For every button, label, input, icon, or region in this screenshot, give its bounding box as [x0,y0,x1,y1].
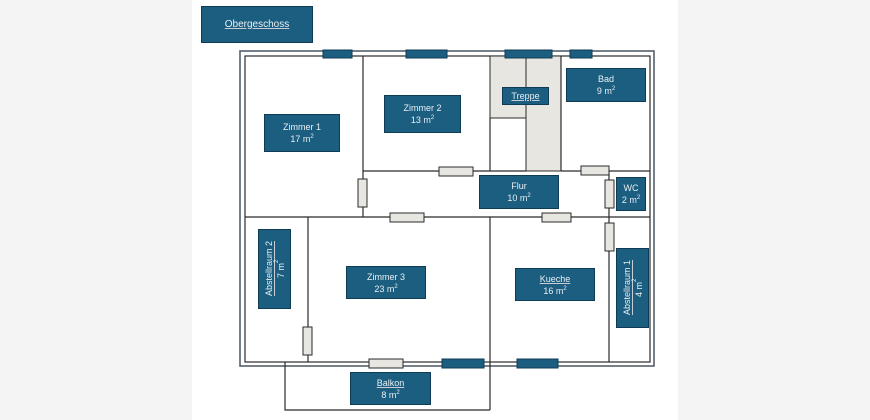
room-label-zimmer-2: Zimmer 2 13 m2 [384,95,461,133]
door [580,165,610,176]
window [322,49,353,59]
window [569,49,593,59]
room-area: 8 m2 [381,389,400,400]
door [302,326,313,356]
room-label-zimmer-1: Zimmer 1 17 m2 [264,114,340,152]
room-name: Treppe [511,91,540,101]
room-label-abstellraum-2: Abstellraum 2 7 m2 [258,229,291,309]
room-area: 10 m2 [507,193,531,203]
door [541,212,572,223]
interior-walls [245,56,650,411]
window [405,49,448,59]
door [438,166,474,177]
window [504,49,553,59]
room-area: 7 m2 [273,259,286,279]
room-name: Zimmer 3 [367,271,405,282]
room-name: WC [623,183,639,193]
stair-right [525,55,562,172]
room-label-balkon: Balkon 8 m2 [350,372,431,405]
room-label-kueche: Kueche 16 m2 [515,268,595,301]
room-name: Kueche [539,273,571,284]
room-label-treppe: Treppe [502,87,549,105]
floor-title-box: Obergeschoss [201,6,313,43]
windows [322,49,593,369]
room-label-zimmer-3: Zimmer 3 23 m2 [346,266,426,299]
room-label-abstellraum-1: Abstellraum 1 4 m2 [616,248,649,328]
door [604,222,615,252]
room-area: 16 m2 [543,285,567,296]
floor-title: Obergeschoss [224,18,290,30]
floor-plan-drawing [239,49,655,411]
floor-plan-page: Obergeschoss Zimmer 1 17 m2 Zimmer 2 13 … [192,0,678,420]
room-name: Zimmer 1 [283,122,321,132]
room-name: Balkon [376,377,405,388]
room-label-wc: WC 2 m2 [616,177,646,211]
room-area: 9 m2 [596,86,616,96]
room-name: Bad [597,74,614,84]
door [604,179,615,209]
room-area: 23 m2 [374,283,398,294]
room-area: 2 m2 [621,195,641,205]
window [441,358,485,369]
room-area: 4 m2 [631,278,644,298]
window [516,358,559,369]
door [389,212,425,223]
room-area: 13 m2 [410,115,435,125]
room-label-bad: Bad 9 m2 [566,68,646,102]
room-name: Abstellraum 2 [263,241,274,297]
doors [302,165,615,369]
room-name: Zimmer 2 [403,103,442,113]
room-area: 17 m2 [290,134,314,144]
door [368,358,404,369]
room-name: Flur [511,181,527,191]
room-name: Abstellraum 1 [621,260,632,316]
room-label-flur: Flur 10 m2 [479,175,559,209]
door [357,178,368,208]
